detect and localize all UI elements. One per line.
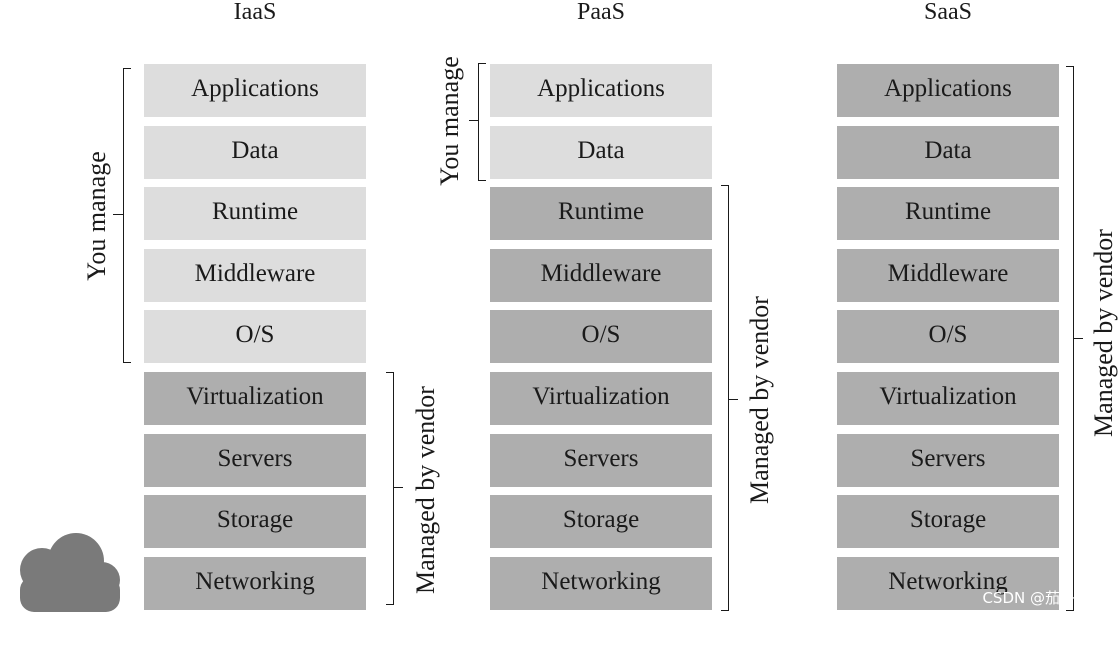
iaas-layer-data: Data: [144, 126, 366, 179]
iaas-you-manage-label: You manage: [82, 151, 111, 281]
paas-you-manage-bracket: [478, 63, 486, 181]
paas-you-manage-tick: [469, 120, 479, 121]
paas-title: PaaS: [577, 0, 625, 25]
iaas-title: IaaS: [233, 0, 277, 25]
saas-layer-virtualization: Virtualization: [837, 372, 1059, 425]
cloud-icon: [20, 533, 120, 612]
saas-vendor-tick: [1073, 338, 1083, 339]
saas-layer-servers: Servers: [837, 434, 1059, 487]
iaas-layer-middleware: Middleware: [144, 249, 366, 302]
paas-layer-applications: Applications: [490, 64, 712, 117]
paas-layer-os: O/S: [490, 310, 712, 363]
saas-title: SaaS: [924, 0, 972, 25]
paas-you-manage-label: You manage: [435, 56, 464, 186]
paas-layer-networking: Networking: [490, 557, 712, 610]
saas-vendor-label: Managed by vendor: [1089, 229, 1118, 437]
iaas-layer-os: O/S: [144, 310, 366, 363]
paas-layer-runtime: Runtime: [490, 187, 712, 240]
iaas-layer-networking: Networking: [144, 557, 366, 610]
paas-layer-servers: Servers: [490, 434, 712, 487]
paas-vendor-bracket: [721, 185, 729, 611]
saas-layer-storage: Storage: [837, 495, 1059, 548]
iaas-you-manage-bracket: [123, 68, 131, 363]
saas-layer-runtime: Runtime: [837, 187, 1059, 240]
watermark: CSDN @茄子办酱: [982, 589, 1105, 607]
iaas-layer-virtualization: Virtualization: [144, 372, 366, 425]
paas-layer-data: Data: [490, 126, 712, 179]
iaas-layer-applications: Applications: [144, 64, 366, 117]
iaas-vendor-label: Managed by vendor: [411, 386, 440, 594]
paas-vendor-label: Managed by vendor: [745, 296, 774, 504]
paas-vendor-tick: [728, 399, 738, 400]
paas-layer-virtualization: Virtualization: [490, 372, 712, 425]
iaas-vendor-tick: [393, 487, 403, 488]
saas-layer-networking: Networking: [837, 557, 1059, 610]
iaas-vendor-bracket: [386, 372, 394, 605]
paas-layer-storage: Storage: [490, 495, 712, 548]
iaas-layer-storage: Storage: [144, 495, 366, 548]
saas-layer-os: O/S: [837, 310, 1059, 363]
iaas-layer-servers: Servers: [144, 434, 366, 487]
iaas-layer-runtime: Runtime: [144, 187, 366, 240]
paas-layer-middleware: Middleware: [490, 249, 712, 302]
saas-layer-data: Data: [837, 126, 1059, 179]
saas-layer-applications: Applications: [837, 64, 1059, 117]
iaas-you-manage-tick: [113, 214, 123, 215]
saas-layer-middleware: Middleware: [837, 249, 1059, 302]
